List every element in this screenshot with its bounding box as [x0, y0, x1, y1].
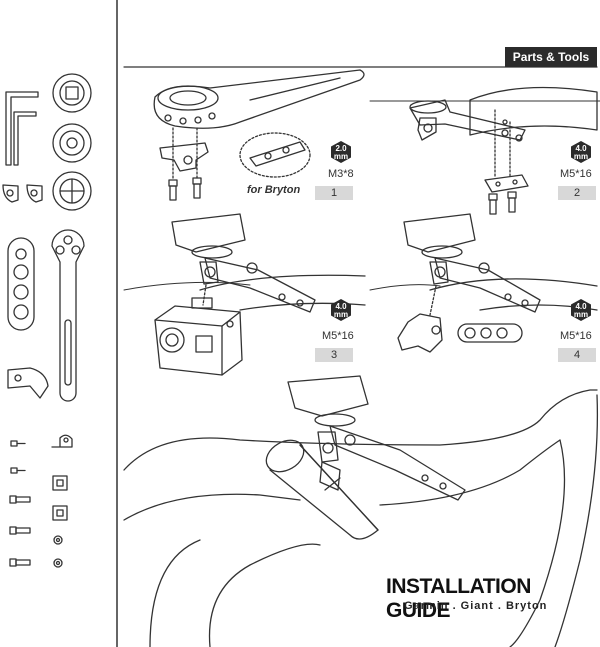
spacer-plate-icon — [7, 237, 35, 331]
screw-m3-icon — [10, 467, 26, 474]
screw-m5-icon — [9, 526, 31, 535]
washer-icon — [53, 535, 63, 545]
final-assembly-illustration — [123, 375, 599, 647]
hex-icon — [331, 141, 351, 163]
screw-m5-icon — [9, 495, 31, 504]
step2-illustration — [369, 86, 600, 215]
screw-spec: M5*16 — [560, 330, 592, 342]
compatible-brands: Garmin . Giant . Bryton — [404, 600, 548, 612]
screw-m3-icon — [10, 440, 26, 447]
hex-wrench-badge: 4.0 mm — [570, 298, 592, 322]
step-number: 1 — [315, 186, 353, 200]
hex-wrench-badge: 4.0 mm — [330, 298, 352, 322]
angle-adapter-icon — [7, 367, 49, 399]
screw-spec: M5*16 — [560, 168, 592, 180]
screw-m5-icon — [9, 558, 31, 567]
screw-spec: M3*8 — [328, 168, 354, 180]
step3-illustration — [123, 213, 366, 376]
garmin-mount-icon — [52, 73, 92, 113]
nut-plate-icon — [52, 475, 68, 491]
step1-illustration — [153, 69, 365, 201]
hex-icon — [571, 299, 591, 321]
hex-wrench-badge: 2.0 mm — [330, 140, 352, 164]
bryton-note: for Bryton — [247, 184, 301, 196]
bracket-icon — [51, 434, 73, 448]
extension-arm-icon — [51, 229, 85, 402]
giant-mount-icon — [52, 171, 92, 211]
step-number: 4 — [558, 348, 596, 362]
shim-right-icon — [26, 184, 43, 203]
hex-key-large-icon — [5, 91, 39, 166]
hex-icon — [571, 141, 591, 163]
bryton-mount-icon — [52, 123, 92, 163]
step-number: 2 — [558, 186, 596, 200]
guide-title: INSTALLATION GUIDE — [386, 575, 531, 622]
shim-left-icon — [2, 184, 19, 203]
parts-tools-header: Parts & Tools — [505, 47, 597, 67]
hex-wrench-badge: 4.0 mm — [570, 140, 592, 164]
hex-icon — [331, 299, 351, 321]
hex-key-small-icon — [13, 111, 37, 166]
nut-plate-icon — [52, 505, 68, 521]
step-number: 3 — [315, 348, 353, 362]
washer-icon — [53, 558, 63, 568]
screw-spec: M5*16 — [322, 330, 354, 342]
